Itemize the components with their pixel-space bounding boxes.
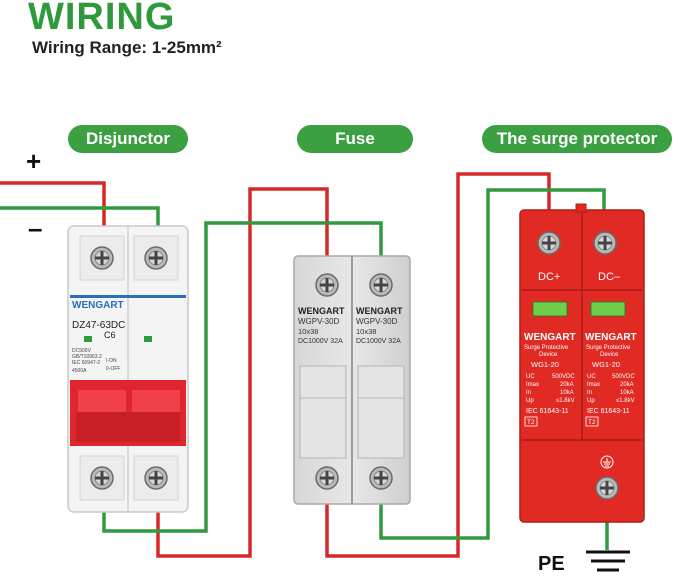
surge-brand: WENGART (585, 332, 637, 343)
surge-spec-key: Up (587, 398, 595, 404)
surge-spec-key: UC (587, 374, 596, 380)
screw-icon (537, 231, 561, 255)
surge-model: WG1-20 (531, 360, 559, 369)
page-subtitle: Wiring Range: 1-25mm² (32, 38, 222, 57)
fuse-model: WGPV-30D (298, 317, 340, 326)
disjunctor-spec: GB/T10963.2 (72, 354, 102, 360)
screw-icon (90, 466, 114, 490)
fuse-brand: WENGART (356, 306, 403, 316)
fuse-model: WGPV-30D (356, 317, 398, 326)
fuse-brand: WENGART (298, 306, 345, 316)
surge-spec-value: 10kA (620, 390, 634, 396)
disjunctor-spec: DC500V (72, 348, 92, 354)
input-green-wire (0, 206, 160, 232)
disjunctor-on-label: I-ON (106, 358, 117, 364)
fuse-size: 10x38 (298, 327, 318, 336)
screw-icon (369, 466, 393, 490)
earth-symbol-icon (600, 455, 614, 469)
surge-spec-key: Imax (526, 382, 539, 388)
disjunctor-device: WENGART DZ47-63DC C6 DC500V GB/T10963.2 … (67, 225, 189, 513)
disjunctor-brand: WENGART (72, 300, 124, 311)
terminal-dc-plus: DC+ (538, 271, 560, 283)
screw-icon (144, 466, 168, 490)
fuse-label: Fuse (297, 125, 413, 153)
fuse-rating: DC1000V 32A (356, 338, 401, 345)
surge-spec-key: Up (526, 398, 534, 404)
screw-icon (90, 246, 114, 270)
surge-model: WG1-20 (592, 360, 620, 369)
screw-icon (369, 273, 393, 297)
page-title: WIRING (28, 0, 176, 38)
terminal-dc-minus: DC– (598, 271, 621, 283)
breaker-to-fuse-green-wire (102, 221, 383, 533)
surge-spec-value: 500VDC (552, 374, 575, 380)
surge-brand: WENGART (524, 332, 576, 343)
surge-class: T2 (527, 419, 535, 426)
screw-icon (593, 231, 617, 255)
surge-spec-key: In (526, 390, 531, 396)
surge-type: Surge Protective (586, 345, 631, 351)
surge-spec-value: 500VDC (612, 374, 635, 380)
surge-protector-device: DC+ DC– WENGART Surge Protective Device … (519, 203, 645, 523)
disjunctor-rating: C6 (104, 330, 116, 340)
screw-icon (595, 476, 619, 500)
surge-spec-value: ≤1.8kV (556, 398, 575, 404)
breaker-to-fuse-red-wire (156, 187, 329, 558)
disjunctor-spec: 4500A (72, 368, 87, 374)
disjunctor-spec: IEC 60947-2 (72, 360, 100, 366)
surge-standard: IEC 61643-11 (526, 408, 569, 415)
fuse-rating: DC1000V 32A (298, 338, 343, 345)
surge-type: Device (539, 352, 558, 358)
pe-label: PE (538, 553, 565, 575)
surge-standard: IEC 61643-11 (587, 408, 630, 415)
surge-spec-key: UC (526, 374, 535, 380)
surge-type: Device (600, 352, 619, 358)
fuse-to-surge-red-wire (325, 172, 551, 558)
surge-class: T2 (588, 419, 596, 426)
input-red-wire (0, 181, 106, 232)
surge-type: Surge Protective (524, 345, 569, 351)
screw-icon (315, 273, 339, 297)
fuse-size: 10x38 (356, 327, 376, 336)
fuse-device: WENGART WGPV-30D 10x38 DC1000V 32A WENGA… (293, 255, 411, 505)
surge-spec-key: In (587, 390, 592, 396)
surge-spec-value: 20kA (560, 382, 574, 388)
screw-icon (315, 466, 339, 490)
ground-icon (586, 550, 630, 572)
disjunctor-off-label: 0-OFF (106, 366, 120, 372)
surge-spec-key: Imax (587, 382, 600, 388)
disjunctor-label: Disjunctor (68, 125, 188, 153)
screw-icon (144, 246, 168, 270)
disjunctor-model: DZ47-63DC (72, 320, 125, 331)
fuse-to-surge-green-wire (379, 188, 606, 540)
minus-sign: – (28, 213, 43, 243)
plus-sign: + (26, 146, 42, 176)
surge-spec-value: ≤1.8kV (616, 398, 635, 404)
surge-spec-value: 20kA (620, 382, 634, 388)
surge-protector-label: The surge protector (482, 125, 672, 153)
surge-spec-value: 10kA (560, 390, 574, 396)
